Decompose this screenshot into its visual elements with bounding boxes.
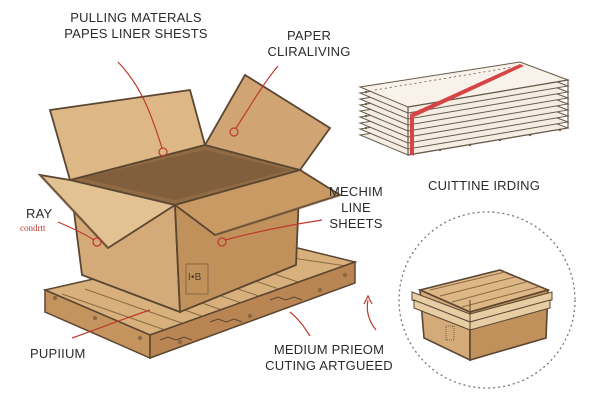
label-bottom-line1: MEDIUM PRIEOM xyxy=(273,342,385,357)
arrow-medium xyxy=(224,219,323,241)
arrow-head-detail xyxy=(363,294,373,305)
arrow-bottom xyxy=(289,311,311,337)
arrow-paper xyxy=(235,65,279,129)
label-paper: PAPER CLIRALIVING xyxy=(254,28,364,60)
label-bottom-line2: CUTING ARTGUEED xyxy=(265,358,393,373)
label-cutting: CUITTINE IRDING xyxy=(428,178,541,193)
label-pulling-line2: PAPES LINER SHESTS xyxy=(64,26,208,41)
label-ray: RAY xyxy=(26,206,53,221)
closed-box-detail-icon xyxy=(398,211,576,389)
label-pulling-materials: PULLING MATERALS PAPES LINER SHESTS xyxy=(56,10,216,42)
label-paper-line1: PAPER xyxy=(286,28,332,43)
label-paper-line2: CLIRALIVING xyxy=(267,44,351,59)
arrow-dot-ray xyxy=(92,237,102,247)
arrow-pupium xyxy=(71,309,151,339)
label-medium-sheets: MECHIM LINE SHEETS xyxy=(318,184,394,232)
label-pulling-line1: PULLING MATERALS xyxy=(70,10,202,25)
arrow-detail xyxy=(366,299,377,331)
arrow-pulling xyxy=(117,61,163,149)
label-medium-line1: MECHIM xyxy=(329,184,383,199)
label-medium-priem: MEDIUM PRIEOM CUTING ARTGUEED xyxy=(254,342,404,374)
arrow-dot-medium xyxy=(217,237,227,247)
paper-stack-icon xyxy=(358,61,570,156)
annotation-arrows xyxy=(57,61,377,339)
label-medium-line2: LINE xyxy=(341,200,371,215)
label-pupium: PUPIIUM xyxy=(30,346,86,361)
box-print-mark: I•B xyxy=(188,272,202,283)
arrow-ray xyxy=(57,221,95,241)
label-medium-line3: SHEETS xyxy=(329,216,383,231)
label-ray-sub: condrtt xyxy=(20,223,46,233)
arrow-dot-pulling xyxy=(158,147,168,157)
open-box-icon xyxy=(37,73,343,314)
arrow-dot-paper xyxy=(229,127,239,137)
